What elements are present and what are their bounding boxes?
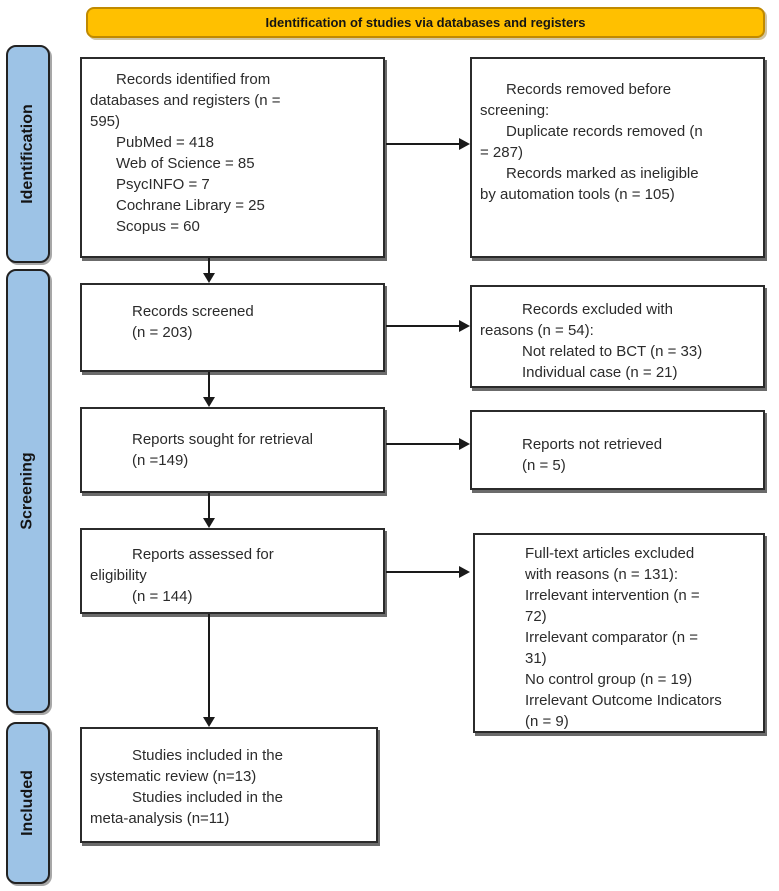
text-line: Studies included in the xyxy=(132,747,283,764)
text-line: PsycINFO = 7 xyxy=(116,176,210,193)
text-line: Records marked as ineligible xyxy=(506,165,699,182)
banner-title: Identification of studies via databases … xyxy=(265,15,586,30)
text-line: PubMed = 418 xyxy=(116,134,214,151)
text-line: Reports sought for retrieval xyxy=(132,431,313,448)
text-line: Web of Science = 85 xyxy=(116,155,255,172)
box-records-identified: Records identified from databases and reg… xyxy=(80,57,385,258)
box-reports-not-retrieved: Reports not retrieved (n = 5) xyxy=(470,410,765,490)
text-line: Records removed before xyxy=(506,81,672,98)
text-line: Records excluded with xyxy=(522,301,673,318)
text-line: (n =149) xyxy=(132,452,189,469)
text-line: Reports not retrieved xyxy=(522,436,663,453)
text-line: by automation tools (n = 105) xyxy=(480,186,675,203)
arrow-down-3-shaft xyxy=(208,493,210,519)
text-line: meta-analysis (n=11) xyxy=(90,810,230,827)
arrow-down-4-head xyxy=(203,717,215,727)
text-line: Irrelevant Outcome Indicators xyxy=(525,692,722,709)
stage-label-included-text: Included xyxy=(19,770,36,836)
stage-label-screening-text: Screening xyxy=(19,452,37,530)
box-studies-included: Studies included in the systematic review… xyxy=(80,727,378,843)
arrow-right-1-shaft xyxy=(386,143,460,145)
box-reports-assessed: Reports assessed for eligibility (n = 144) xyxy=(80,528,385,614)
text-line: with reasons (n = 131): xyxy=(525,566,678,583)
text-line: Duplicate records removed (n xyxy=(506,123,703,140)
box-records-screened: Records screened (n = 203) xyxy=(80,283,385,372)
arrow-right-2-shaft xyxy=(386,325,460,327)
text-line: Scopus = 60 xyxy=(116,218,200,235)
arrow-down-1-head xyxy=(203,273,215,283)
text-line: (n = 144) xyxy=(132,588,193,605)
text-line: reasons (n = 54): xyxy=(480,322,594,339)
text-line: Records screened xyxy=(132,303,254,320)
arrow-right-3-shaft xyxy=(386,443,460,445)
box-records-removed: Records removed before screening: Duplicat… xyxy=(470,57,765,258)
text-line: No control group (n = 19) xyxy=(525,671,693,688)
text-line: Studies included in the xyxy=(132,789,283,806)
text-line: 595) xyxy=(90,113,121,130)
banner: Identification of studies via databases … xyxy=(86,7,765,38)
text-line: Irrelevant comparator (n = xyxy=(525,629,698,646)
text-line: (n = 5) xyxy=(522,457,566,474)
text-line: = 287) xyxy=(480,144,523,161)
text-line: (n = 9) xyxy=(525,713,569,730)
text-line: screening: xyxy=(480,102,550,119)
text-line: Reports assessed for xyxy=(132,546,274,563)
box-reports-sought: Reports sought for retrieval (n =149) xyxy=(80,407,385,493)
text-line: Cochrane Library = 25 xyxy=(116,197,265,214)
arrow-right-2-head xyxy=(459,320,470,332)
text-line: Individual case (n = 21) xyxy=(522,364,678,381)
text-line: 31) xyxy=(525,650,547,667)
text-line: Full-text articles excluded xyxy=(525,545,695,562)
arrow-down-2-head xyxy=(203,397,215,407)
arrow-right-1-head xyxy=(459,138,470,150)
text-line: Records identified from xyxy=(116,71,271,88)
text-line: Not related to BCT (n = 33) xyxy=(522,343,703,360)
stage-label-screening: Screening xyxy=(6,269,50,713)
arrow-right-4-head xyxy=(459,566,470,578)
arrow-right-3-head xyxy=(459,438,470,450)
arrow-down-4-shaft xyxy=(208,614,210,718)
stage-label-identification: Identification xyxy=(6,45,50,263)
stage-label-identification-text: Identification xyxy=(19,104,36,204)
arrow-down-2-shaft xyxy=(208,372,210,398)
text-line: databases and registers (n = xyxy=(90,92,281,109)
text-line: Irrelevant intervention (n = xyxy=(525,587,700,604)
text-line: eligibility xyxy=(90,567,147,584)
arrow-down-3-head xyxy=(203,518,215,528)
text-line: (n = 203) xyxy=(132,324,193,341)
text-line: systematic review (n=13) xyxy=(90,768,257,785)
box-fulltext-excluded: Full-text articles excluded with reasons … xyxy=(473,533,765,733)
arrow-right-4-shaft xyxy=(386,571,460,573)
box-records-excluded: Records excluded with reasons (n = 54): No… xyxy=(470,285,765,388)
text-line: 72) xyxy=(525,608,547,625)
stage-label-included: Included xyxy=(6,722,50,884)
arrow-down-1-shaft xyxy=(208,258,210,274)
